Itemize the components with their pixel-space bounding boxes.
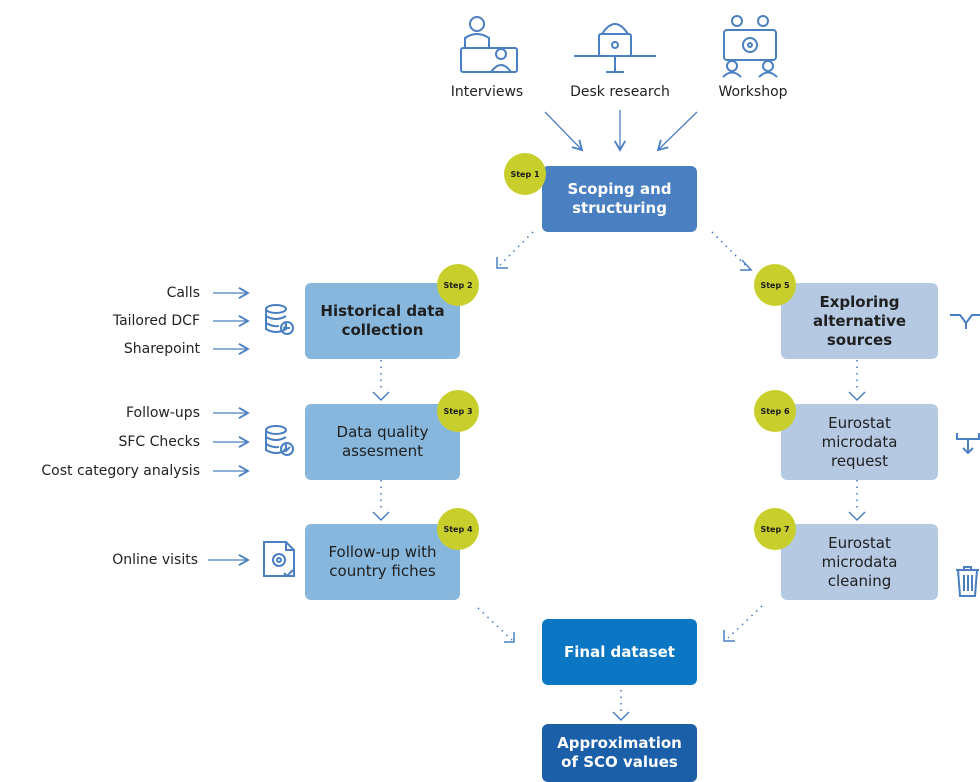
step2-label: Historical data collection bbox=[320, 302, 445, 339]
step6-box[interactable]: Eurostat microdata request bbox=[781, 404, 938, 480]
input-sfc-checks: SFC Checks bbox=[118, 434, 200, 450]
corner-arrow-final-left bbox=[504, 632, 515, 643]
database-arrow-icon bbox=[265, 304, 294, 335]
input-calls: Calls bbox=[166, 285, 200, 301]
final-dataset-label: Final dataset bbox=[564, 642, 675, 661]
step4-badge: Step 4 bbox=[437, 508, 479, 550]
document-gear-icon bbox=[263, 541, 295, 578]
step1-box[interactable]: Scoping and structuring bbox=[542, 166, 697, 232]
step3-label: Data quality assesment bbox=[336, 423, 429, 460]
arrow-workshop bbox=[656, 111, 698, 152]
step7-badge: Step 7 bbox=[754, 508, 796, 550]
step5-label: Exploring alternative sources bbox=[812, 292, 907, 349]
corner-arrow-s5 bbox=[740, 259, 753, 271]
filter-icon bbox=[950, 314, 980, 329]
source-label-desk-research: Desk research bbox=[570, 84, 670, 100]
input-follow-ups: Follow-ups bbox=[125, 405, 200, 421]
step4-label: Follow-up with country fiches bbox=[328, 543, 437, 580]
input-cost-category: Cost category analysis bbox=[41, 463, 200, 479]
step4-box[interactable]: Follow-up with country fiches bbox=[305, 524, 460, 600]
corner-arrow-final-right bbox=[723, 630, 735, 642]
trash-icon bbox=[956, 566, 979, 597]
arrow-interviews bbox=[544, 111, 584, 152]
step5-box[interactable]: Exploring alternative sources bbox=[781, 283, 938, 359]
input-online-visits: Online visits bbox=[112, 552, 198, 568]
interview-icon bbox=[460, 16, 518, 73]
step7-box[interactable]: Eurostat microdata cleaning bbox=[781, 524, 938, 600]
step6-badge: Step 6 bbox=[754, 390, 796, 432]
database-check-icon bbox=[265, 425, 294, 456]
step2-badge: Step 2 bbox=[437, 264, 479, 306]
approximation-box[interactable]: Approximation of SCO values bbox=[542, 724, 697, 782]
input-sharepoint: Sharepoint bbox=[123, 341, 200, 357]
desk-research-icon bbox=[574, 23, 656, 73]
corner-arrow-s2 bbox=[496, 257, 508, 269]
step1-label: Scoping and structuring bbox=[567, 180, 672, 217]
source-label-interviews: Interviews bbox=[450, 84, 524, 100]
step5-badge: Step 5 bbox=[754, 264, 796, 306]
step7-label: Eurostat microdata cleaning bbox=[821, 533, 898, 590]
step3-box[interactable]: Data quality assesment bbox=[305, 404, 460, 480]
step1-badge: Step 1 bbox=[504, 153, 546, 195]
download-icon bbox=[956, 433, 980, 455]
step6-label: Eurostat microdata request bbox=[821, 413, 898, 470]
input-tailored-dcf: Tailored DCF bbox=[112, 313, 200, 329]
source-label-workshop: Workshop bbox=[718, 84, 788, 100]
step3-badge: Step 3 bbox=[437, 390, 479, 432]
final-dataset-box[interactable]: Final dataset bbox=[542, 619, 697, 685]
step2-box[interactable]: Historical data collection bbox=[305, 283, 460, 359]
approximation-label: Approximation of SCO values bbox=[557, 734, 682, 771]
workshop-icon bbox=[722, 15, 778, 78]
